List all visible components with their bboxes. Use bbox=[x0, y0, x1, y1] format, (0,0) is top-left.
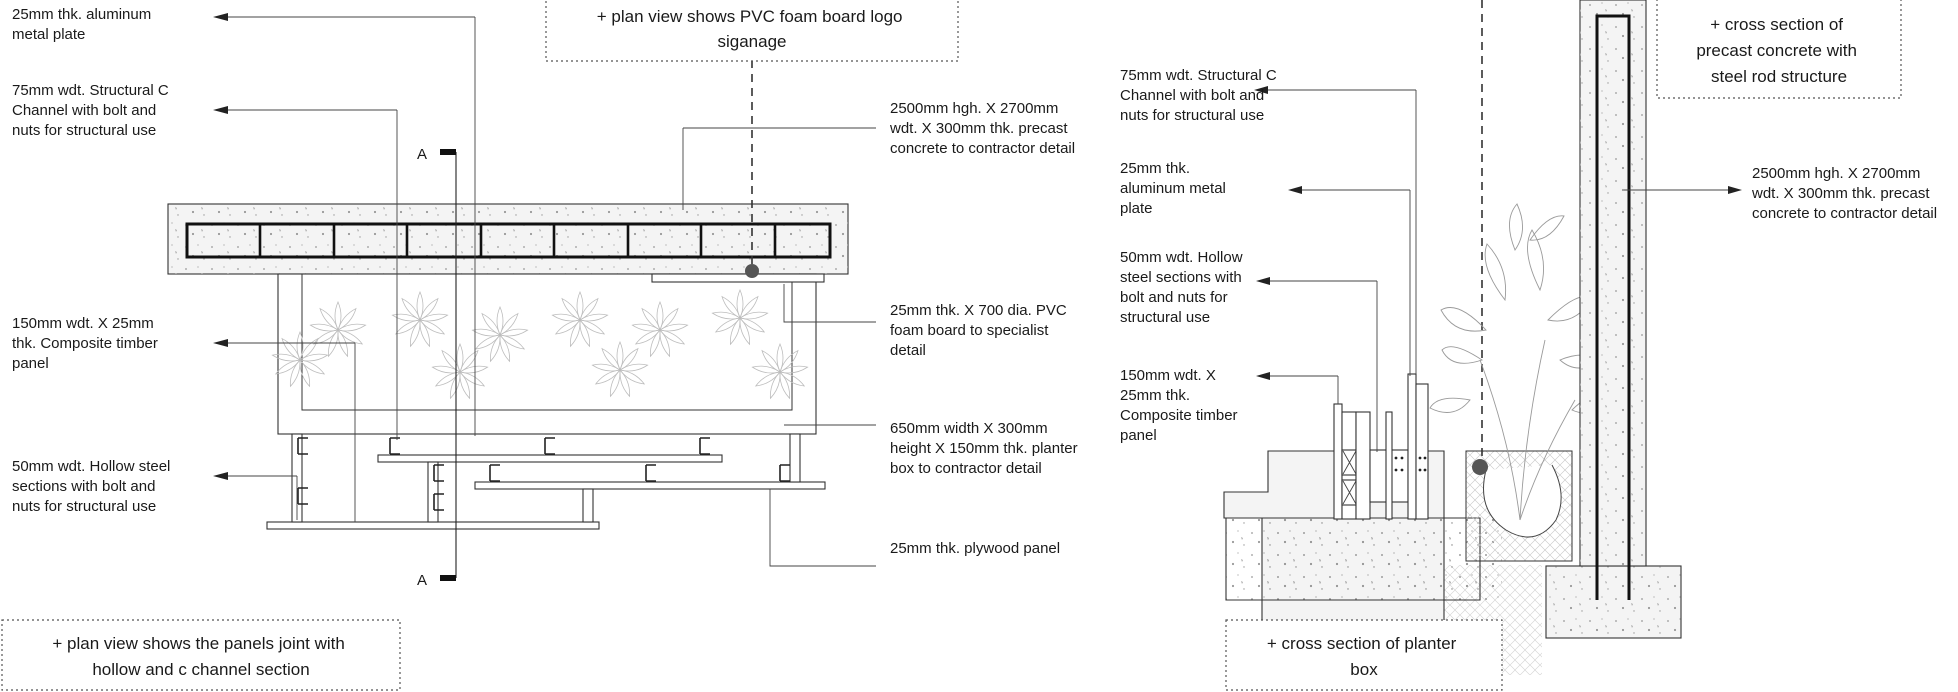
steel-rod bbox=[1595, 14, 1631, 600]
steel-framing bbox=[266, 433, 826, 530]
pvc-logo-marker bbox=[745, 264, 759, 278]
section-labels: 75mm wdt. Structural C Channel with bolt… bbox=[1120, 67, 1937, 444]
svg-text:+ plan view shows PVC foam boa: + plan view shows PVC foam board logo si… bbox=[597, 7, 907, 51]
note-planter-section: + cross section of planter box bbox=[1225, 619, 1503, 691]
svg-text:+ plan view shows the panels j: + plan view shows the panels joint with … bbox=[52, 634, 349, 679]
plan-precast-label: 2500mm hgh. X 2700mm wdt. X 300mm thk. p… bbox=[889, 100, 1075, 157]
section-c-channel-label: 75mm wdt. Structural C Channel with bolt… bbox=[1120, 67, 1281, 124]
svg-text:+ cross section of preca: + cross section of precast concrete with… bbox=[1696, 15, 1861, 86]
svg-text:+ cross section of planter: + cross section of planter box bbox=[1267, 634, 1461, 679]
section-hollow-steel-label: 50mm wdt. Hollow steel sections with bol… bbox=[1120, 249, 1247, 326]
plan-leaders bbox=[213, 13, 876, 567]
plan-c-channel-label: 75mm wdt. Structural C Channel with bolt… bbox=[12, 82, 173, 139]
section-leaders bbox=[1254, 86, 1742, 452]
section-line-a bbox=[440, 149, 457, 581]
note-panels-joint: + plan view shows the panels joint with … bbox=[1, 619, 401, 691]
note-precast-rod: + cross section of precast concrete with… bbox=[1656, 0, 1902, 99]
plan-plywood-label: 25mm thk. plywood panel bbox=[890, 540, 1060, 557]
planter-box bbox=[277, 273, 817, 435]
section-mark-bottom: A bbox=[417, 572, 427, 589]
plan-labels: 25mm thk. aluminum metal plate 75mm wdt.… bbox=[12, 6, 1082, 589]
plan-timber-panel-label: 150mm wdt. X 25mm thk. Composite timber … bbox=[12, 315, 162, 372]
section-mark-top: A bbox=[417, 146, 427, 163]
plan-aluminum-plate-label: 25mm thk. aluminum metal plate bbox=[12, 6, 155, 43]
pvc-logo-marker-section bbox=[1472, 459, 1488, 475]
section-timber-panel-label: 150mm wdt. X 25mm thk. Composite timber … bbox=[1120, 367, 1242, 444]
section-precast-label: 2500mm hgh. X 2700mm wdt. X 300mm thk. p… bbox=[1751, 165, 1937, 222]
panel-assembly bbox=[1333, 373, 1429, 520]
plan-view bbox=[167, 13, 876, 581]
plan-planter-box-label: 650mm width X 300mm height X 150mm thk. … bbox=[890, 420, 1082, 477]
section-aluminum-plate-label: 25mm thk. aluminum metal plate bbox=[1120, 160, 1230, 217]
plan-hollow-steel-label: 50mm wdt. Hollow steel sections with bol… bbox=[12, 458, 175, 515]
cross-section-view bbox=[1223, 0, 1742, 675]
plan-pvc-board-label: 25mm thk. X 700 dia. PVC foam board to s… bbox=[890, 302, 1071, 359]
note-pvc-logo: + plan view shows PVC foam board logo si… bbox=[545, 0, 959, 62]
aluminum-plate-row bbox=[185, 222, 832, 259]
